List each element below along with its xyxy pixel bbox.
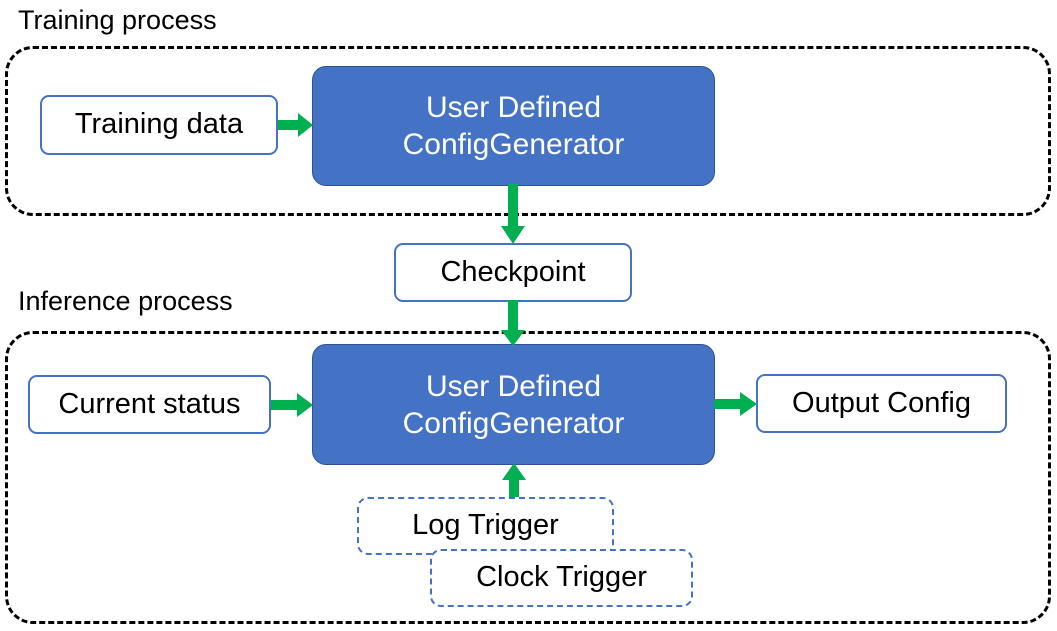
node-clock-trigger[interactable]: Clock Trigger xyxy=(430,549,693,607)
node-current-status-label: Current status xyxy=(58,387,241,420)
node-log-trigger[interactable]: Log Trigger xyxy=(357,497,614,555)
training-process-container xyxy=(5,46,1051,216)
node-training-config-generator-label-line2: ConfigGenerator xyxy=(402,128,625,161)
node-training-config-generator-label-line1: User Defined xyxy=(425,91,602,124)
node-inference-config-generator-label-line2: ConfigGenerator xyxy=(402,406,625,440)
inference-process-container xyxy=(5,331,1051,624)
node-output-config-label: Output Config xyxy=(792,386,971,419)
arrow-checkpoint-to-inference-config-generator-icon xyxy=(498,300,528,348)
inference-process-caption: Inference process xyxy=(18,286,233,316)
node-checkpoint[interactable]: Checkpoint xyxy=(394,243,632,302)
arrow-training-data-to-config-generator-icon xyxy=(278,110,314,140)
node-training-data[interactable]: Training data xyxy=(40,95,278,155)
training-process-caption: Training process xyxy=(18,5,217,35)
node-clock-trigger-label: Clock Trigger xyxy=(476,561,647,594)
arrow-current-status-to-config-generator-icon xyxy=(271,390,315,420)
node-training-config-generator[interactable]: User Defined ConfigGenerator xyxy=(312,66,715,186)
arrow-trigger-to-config-generator-icon xyxy=(499,463,529,507)
node-checkpoint-label: Checkpoint xyxy=(440,255,586,288)
node-output-config[interactable]: Output Config xyxy=(756,374,1007,433)
node-inference-config-generator-label-line1: User Defined xyxy=(425,369,602,403)
arrow-config-generator-to-checkpoint-icon xyxy=(498,184,528,246)
node-current-status[interactable]: Current status xyxy=(28,375,271,434)
arrow-config-generator-to-output-config-icon xyxy=(714,389,759,419)
node-inference-config-generator[interactable]: User Defined ConfigGenerator xyxy=(312,344,715,465)
node-log-trigger-label: Log Trigger xyxy=(412,509,559,542)
node-training-data-label: Training data xyxy=(74,108,244,141)
